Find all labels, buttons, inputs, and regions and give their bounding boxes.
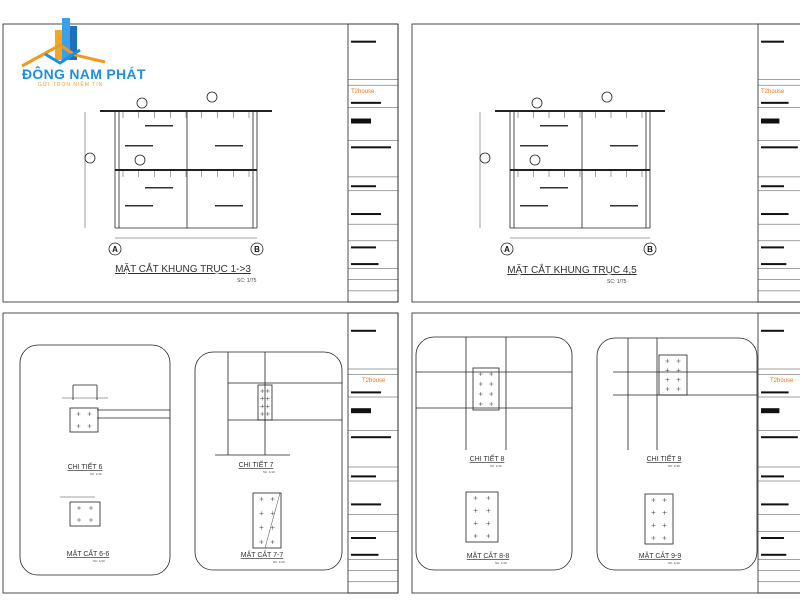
brand-label: T2house — [351, 89, 375, 95]
detail-9-drawing — [613, 338, 757, 545]
detail-title: MẶT CẮT 8-8 — [467, 551, 510, 560]
detail-title: CHI TIẾT 7 — [239, 459, 274, 469]
title-block — [757, 23, 800, 303]
detail-title: MẶT CẮT 7-7 — [241, 550, 284, 559]
drawing-title: MẶT CẮT KHUNG TRỤC 1->3 — [115, 262, 251, 275]
detail-title: MẶT CẮT 6-6 — [67, 549, 110, 558]
axis-marker-b: B — [250, 242, 264, 256]
detail-frame-6 — [19, 344, 171, 576]
detail-scale: SC: 1/10 — [90, 472, 102, 476]
title-block — [757, 312, 800, 594]
drawing-scale: SC: 1/75 — [237, 278, 257, 284]
detail-title: MẶT CẮT 9-9 — [639, 551, 682, 560]
detail-title: CHI TIẾT 9 — [647, 453, 682, 463]
logo-icon — [21, 18, 106, 68]
sheet-3: CHI TIẾT 6 SC: 1/10 MẶT CẮT 6-6 SC: 1/10… — [2, 312, 399, 594]
frame-section-drawing — [479, 91, 665, 239]
axis-marker-b: B — [643, 242, 657, 256]
detail-frame-7 — [194, 351, 343, 571]
detail-scale: SC: 1/10 — [263, 470, 275, 474]
sheet-1: MẶT CẮT KHUNG TRỤC 1->3 SC: 1/75 A B T2h… — [2, 23, 399, 303]
brand-label: T2house — [770, 378, 794, 384]
logo-name: ĐÔNG NAM PHÁT — [22, 66, 146, 82]
logo-tagline: GỬI TRỌN NIỀM TIN — [38, 82, 104, 88]
title-block — [347, 312, 399, 594]
detail-frame-9 — [596, 337, 758, 571]
detail-scale: SC: 1/10 — [668, 561, 680, 565]
sheet-4: CHI TIẾT 8 SC: 1/10 MẶT CẮT 8-8 SC: 1/10… — [411, 312, 800, 594]
detail-title: CHI TIẾT 8 — [470, 453, 505, 463]
detail-7-drawing — [215, 352, 342, 549]
svg-text:A: A — [504, 245, 510, 254]
svg-text:A: A — [112, 245, 118, 254]
svg-text:B: B — [254, 245, 260, 254]
detail-8-drawing — [416, 337, 572, 543]
detail-scale: SC: 1/10 — [273, 560, 285, 564]
brand-label: T2house — [362, 378, 386, 384]
axis-marker-a: A — [500, 242, 514, 256]
svg-text:B: B — [647, 245, 653, 254]
axis-marker-a: A — [108, 242, 122, 256]
detail-title: CHI TIẾT 6 — [68, 461, 103, 471]
detail-scale: SC: 1/10 — [668, 464, 680, 468]
drawing-scale: SC: 1/75 — [607, 279, 627, 285]
title-block — [347, 23, 399, 303]
frame-section-drawing — [84, 91, 272, 239]
drawing-title: MẶT CẮT KHUNG TRỤC 4,5 — [507, 263, 637, 276]
brand-label: T2house — [761, 89, 785, 95]
detail-scale: SC: 1/10 — [490, 464, 502, 468]
detail-6-drawing — [60, 384, 170, 527]
detail-scale: SC: 1/10 — [93, 559, 105, 563]
detail-scale: SC: 1/10 — [495, 561, 507, 565]
sheet-2: MẶT CẮT KHUNG TRỤC 4,5 SC: 1/75 A B T2ho… — [411, 23, 800, 303]
detail-frame-8 — [415, 336, 573, 571]
